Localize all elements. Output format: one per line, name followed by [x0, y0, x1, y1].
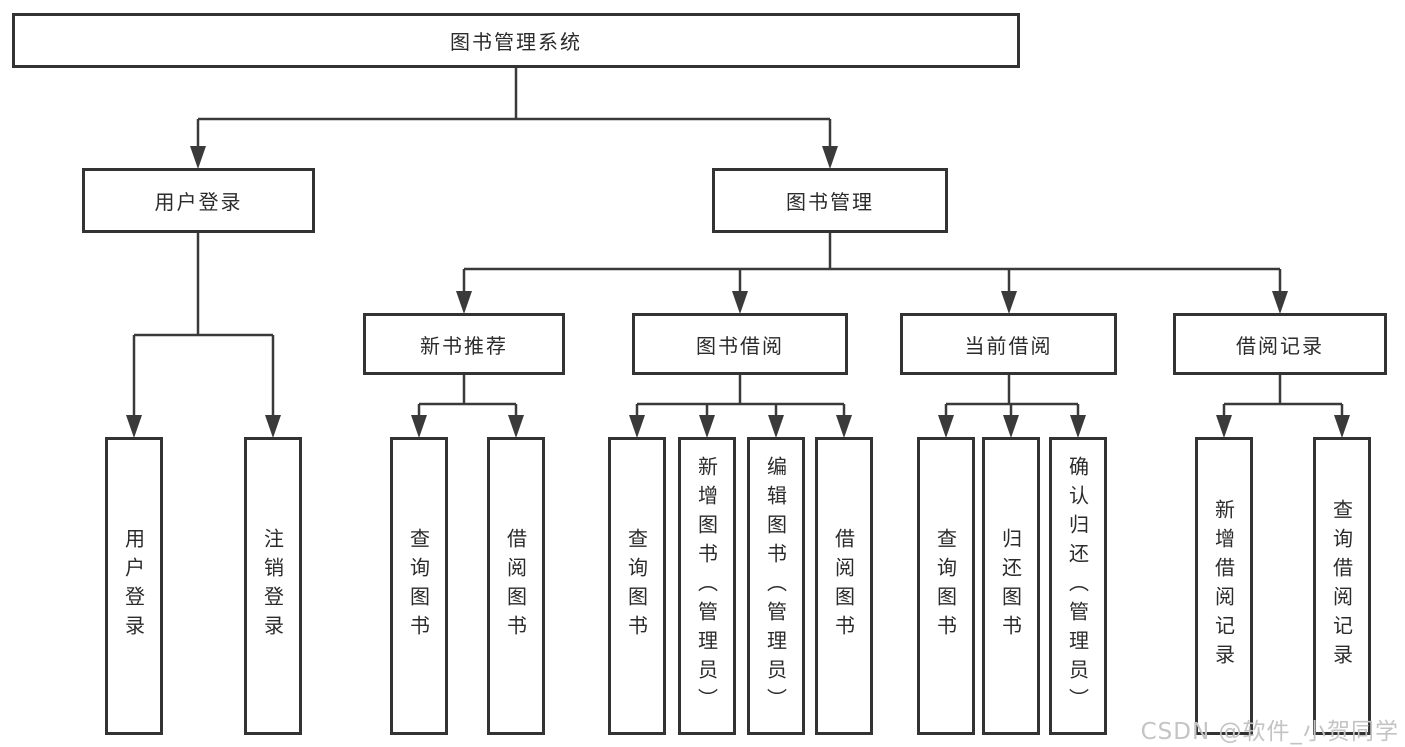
leaf-borrow-books-2-label: 借阅图书 — [831, 528, 856, 644]
leaf-logout: 注销登录 — [244, 437, 302, 735]
node-current-borrowing: 当前借阅 — [900, 313, 1117, 375]
leaf-query-books-2: 查询图书 — [608, 437, 666, 735]
leaf-logout-label: 注销登录 — [260, 528, 285, 644]
leaf-add-books-admin: 新增图书（管理员） — [678, 437, 736, 735]
leaf-return-books: 归还图书 — [982, 437, 1040, 735]
leaf-query-books-1-label: 查询图书 — [406, 528, 431, 644]
leaf-add-borrow-record-label: 新增借阅记录 — [1211, 499, 1236, 673]
edge-book-borrow-children — [629, 373, 852, 438]
edge-root-to-level2 — [190, 66, 838, 169]
edge-user-login-children — [126, 231, 281, 438]
edge-current-borrow-children — [938, 373, 1086, 438]
leaf-return-books-label: 归还图书 — [998, 528, 1023, 644]
leaf-query-books-1: 查询图书 — [390, 437, 448, 735]
leaf-borrow-books-2: 借阅图书 — [815, 437, 873, 735]
leaf-query-books-3-label: 查询图书 — [933, 528, 958, 644]
edge-borrow-records-children — [1216, 373, 1350, 438]
leaf-edit-books-admin: 编辑图书（管理员） — [747, 437, 805, 735]
leaf-user-login-label: 用户登录 — [121, 528, 146, 644]
edge-book-mgmt-children — [456, 231, 1288, 314]
leaf-borrow-books-1-label: 借阅图书 — [503, 528, 528, 644]
leaf-edit-books-admin-label: 编辑图书（管理员） — [763, 455, 788, 717]
leaf-query-borrow-record-label: 查询借阅记录 — [1329, 499, 1354, 673]
leaf-add-books-admin-label: 新增图书（管理员） — [694, 455, 719, 717]
csdn-watermark: CSDN @软件_小贺同学 — [1140, 719, 1399, 745]
node-book-borrowing: 图书借阅 — [632, 313, 848, 375]
edge-new-book-children — [411, 373, 524, 438]
leaf-add-borrow-record: 新增借阅记录 — [1195, 437, 1253, 735]
node-user-login: 用户登录 — [82, 168, 315, 233]
leaf-query-books-2-label: 查询图书 — [624, 528, 649, 644]
leaf-confirm-return-admin: 确认归还（管理员） — [1049, 437, 1107, 735]
leaf-borrow-books-1: 借阅图书 — [487, 437, 545, 735]
leaf-user-login: 用户登录 — [105, 437, 163, 735]
node-library-system: 图书管理系统 — [12, 13, 1020, 68]
leaf-confirm-return-admin-label: 确认归还（管理员） — [1065, 455, 1090, 717]
node-new-book-recommendation: 新书推荐 — [363, 313, 565, 375]
leaf-query-books-3: 查询图书 — [917, 437, 975, 735]
node-borrowing-records: 借阅记录 — [1173, 313, 1387, 375]
node-book-management: 图书管理 — [712, 168, 948, 233]
leaf-query-borrow-record: 查询借阅记录 — [1313, 437, 1371, 735]
